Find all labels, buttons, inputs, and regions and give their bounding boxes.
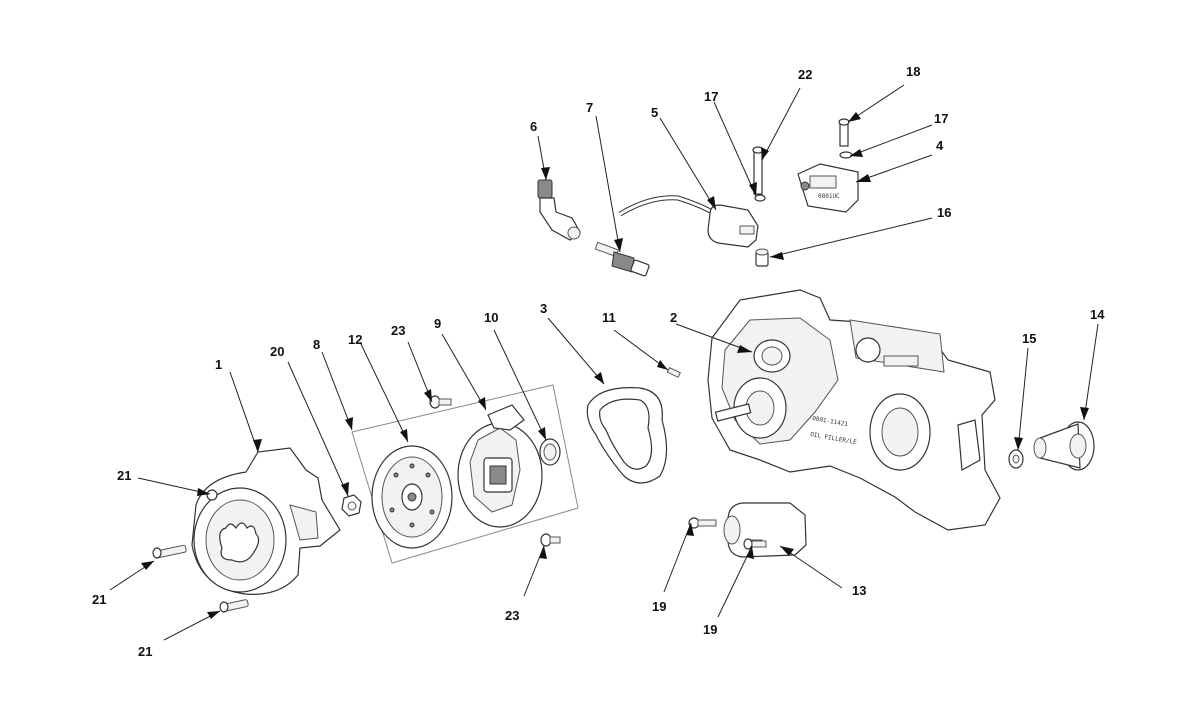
callout-5: 5 xyxy=(651,105,658,120)
part-21-bolt-c xyxy=(219,599,249,613)
callout-14: 14 xyxy=(1090,307,1105,322)
callout-21a: 21 xyxy=(117,468,131,483)
callout-22: 22 xyxy=(798,67,812,82)
callout-6: 6 xyxy=(530,119,537,134)
callout-23a: 23 xyxy=(391,323,405,338)
part-19-screw-a xyxy=(688,517,717,529)
part-10-oil-seal xyxy=(539,438,561,466)
part-14-starter-gear xyxy=(1033,421,1095,471)
part-22-long-screw xyxy=(752,146,764,195)
callout-8: 8 xyxy=(313,337,320,352)
callout-3: 3 xyxy=(540,301,547,316)
callout-21c: 21 xyxy=(138,644,152,659)
part-19-screw-b xyxy=(743,538,767,550)
part-5-ignition-coil xyxy=(618,195,759,248)
part-20-nut xyxy=(341,494,362,517)
part-21-bolt-a xyxy=(206,489,218,501)
callout-19b: 19 xyxy=(703,622,717,637)
part-23-screw-bottom xyxy=(540,533,561,547)
callout-20: 20 xyxy=(270,344,284,359)
callout-21b: 21 xyxy=(92,592,106,607)
part-3-gasket xyxy=(586,387,668,484)
leader-arrowheads xyxy=(141,112,1089,619)
callout-1: 1 xyxy=(215,357,222,372)
part-9-stator-plate xyxy=(457,404,543,528)
part-2-crankcase: 0801-11421 OIL FILLER/LE xyxy=(707,289,1001,531)
part-17-washer-b xyxy=(839,151,853,159)
callout-18: 18 xyxy=(906,64,920,79)
callout-2: 2 xyxy=(670,310,677,325)
part-1-fan-cover xyxy=(191,447,341,595)
callout-15: 15 xyxy=(1022,331,1036,346)
part-23-screw-top xyxy=(429,395,452,409)
part-15-spacer xyxy=(1008,449,1024,469)
callout-10: 10 xyxy=(484,310,498,325)
callout-13: 13 xyxy=(852,583,866,598)
callout-17a: 17 xyxy=(704,89,718,104)
part-18-screw xyxy=(838,118,850,147)
callout-7: 7 xyxy=(586,100,593,115)
callout-19a: 19 xyxy=(652,599,666,614)
part-17-washer-a xyxy=(754,194,766,202)
part-11-dowel-pin xyxy=(666,366,681,378)
part-12-flywheel xyxy=(371,445,453,549)
callout-12: 12 xyxy=(348,332,362,347)
callout-17b: 17 xyxy=(934,111,948,126)
callout-labels: 1 2 3 4 5 6 7 8 9 10 11 12 13 14 15 16 1… xyxy=(92,64,1105,659)
module-code-text: 0801UC xyxy=(818,193,840,200)
callout-9: 9 xyxy=(434,316,441,331)
part-7-spark-plug xyxy=(594,241,650,277)
callout-23b: 23 xyxy=(505,608,519,623)
part-4-cdi-module: 0801UC xyxy=(797,163,859,213)
callout-11: 11 xyxy=(602,310,616,325)
part-6-spark-plug-cap xyxy=(537,179,581,241)
callout-4: 4 xyxy=(936,138,944,153)
callout-16: 16 xyxy=(937,205,951,220)
part-21-bolt-b xyxy=(152,544,187,559)
part-16-sleeve xyxy=(755,248,769,267)
part-13-starter-motor xyxy=(723,502,807,558)
